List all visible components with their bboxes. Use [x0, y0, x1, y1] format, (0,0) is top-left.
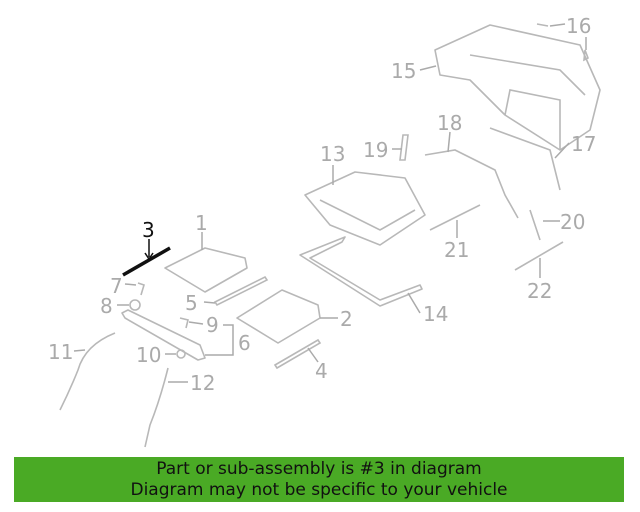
callout-3: 3 — [142, 218, 155, 242]
part-18-bow[interactable] — [424, 149, 519, 219]
callout-11: 11 — [48, 340, 73, 364]
callout-4: 4 — [315, 359, 328, 383]
callout-15: 15 — [391, 59, 416, 83]
part-21-strip[interactable] — [429, 204, 481, 231]
callout-20: 20 — [560, 210, 585, 234]
part-13-roof-panel[interactable] — [304, 171, 426, 246]
part-3-weatherstrip[interactable] — [122, 246, 171, 277]
part-8-grommet[interactable] — [129, 299, 141, 311]
callout-16: 16 — [566, 14, 591, 38]
callout-10: 10 — [136, 343, 161, 367]
callout-14: 14 — [423, 302, 448, 326]
callout-2: 2 — [340, 307, 353, 331]
part-2-panel[interactable] — [236, 289, 321, 344]
part-5-strip[interactable] — [213, 275, 269, 307]
callout-13: 13 — [320, 142, 345, 166]
callout-22: 22 — [527, 279, 552, 303]
callout-7: 7 — [110, 274, 123, 298]
part-1-panel[interactable] — [164, 247, 248, 293]
part-20-bracket[interactable] — [529, 209, 541, 241]
callout-18: 18 — [437, 111, 462, 135]
part-16-clip[interactable] — [536, 23, 590, 62]
banner-line-1: Part or sub-assembly is #3 in diagram — [156, 459, 482, 479]
part-19-bracket[interactable] — [399, 134, 409, 161]
callout-labels: 1 2 3 4 5 6 7 8 9 10 11 12 13 14 15 16 1… — [48, 14, 596, 395]
part-10-grommet[interactable] — [176, 349, 186, 359]
callout-17: 17 — [571, 132, 596, 156]
banner-line-2: Diagram may not be specific to your vehi… — [130, 480, 508, 500]
part-14-rail[interactable] — [299, 236, 423, 307]
part-17-bow[interactable] — [489, 127, 561, 191]
part-11-seal[interactable] — [59, 332, 116, 411]
callout-1: 1 — [195, 211, 208, 235]
callout-19: 19 — [363, 138, 388, 162]
part-7-screw[interactable] — [137, 282, 145, 296]
part-info-banner: Part or sub-assembly is #3 in diagram Di… — [14, 457, 624, 502]
part-4-strip[interactable] — [273, 338, 322, 370]
callout-8: 8 — [100, 294, 113, 318]
part-9-screw[interactable] — [179, 317, 189, 329]
part-15-hardtop[interactable] — [434, 24, 601, 151]
part-22-strip[interactable] — [514, 241, 564, 271]
callout-21: 21 — [444, 238, 469, 262]
parts-diagram: 1 2 3 4 5 6 7 8 9 10 11 12 13 14 15 16 1… — [48, 14, 601, 448]
part-6-rail[interactable] — [121, 309, 206, 361]
callout-6: 6 — [238, 331, 251, 355]
callout-12: 12 — [190, 371, 215, 395]
callout-arrows — [73, 23, 587, 383]
callout-9: 9 — [206, 313, 219, 337]
callout-5: 5 — [185, 291, 198, 315]
part-12-seal[interactable] — [144, 367, 169, 448]
